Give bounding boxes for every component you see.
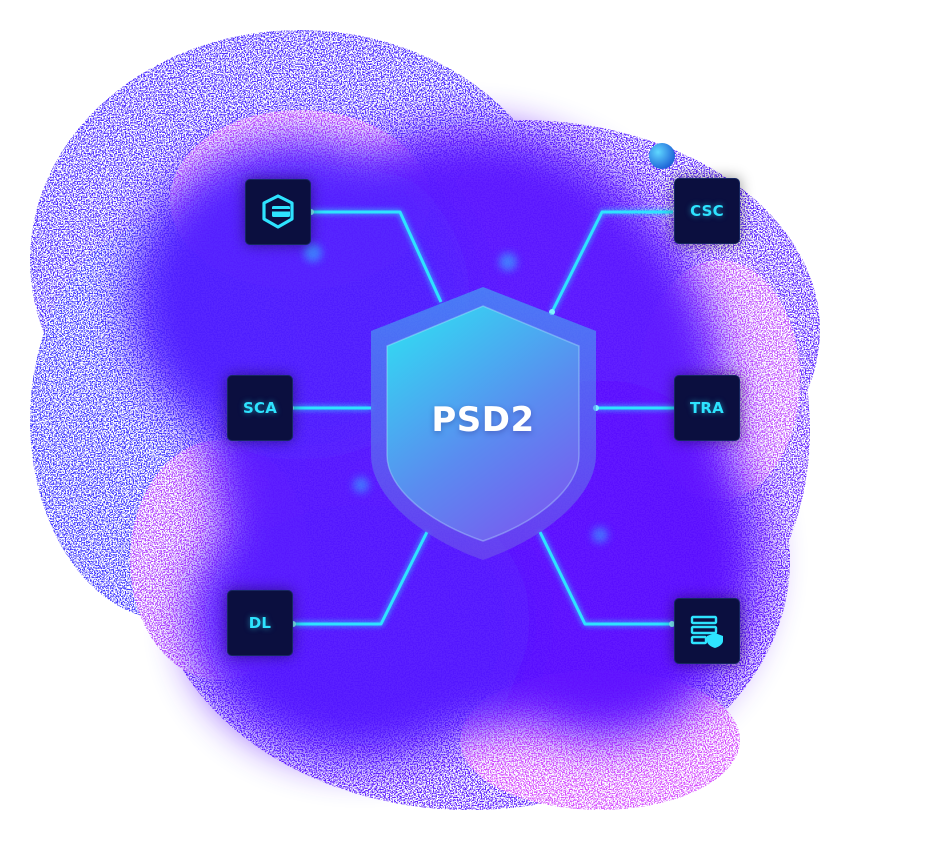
connector-bottom-right	[538, 531, 672, 626]
node-bottom-right	[674, 598, 740, 664]
hub-title: PSD2	[431, 400, 535, 440]
glow-background	[30, 30, 820, 810]
node-label-dl: DL	[248, 614, 272, 632]
connectors	[291, 210, 675, 626]
connector-top-left	[311, 210, 443, 303]
server-shield-icon	[690, 615, 723, 648]
node-label-tra: TRA	[690, 399, 724, 417]
credit-card-shield-icon	[262, 194, 294, 229]
node-label-csc: CSC	[690, 202, 724, 220]
connector-top-right	[550, 210, 673, 313]
node-middle-left: SCA	[227, 375, 293, 441]
node-top-left	[245, 179, 311, 245]
floating-orbs	[304, 143, 675, 543]
node-middle-right: TRA	[674, 375, 740, 441]
node-bottom-left: DL	[227, 590, 293, 656]
connector-bottom-left	[293, 531, 429, 626]
shield-icon	[371, 287, 596, 560]
node-top-right: CSC	[674, 178, 740, 244]
node-label-sca: SCA	[242, 399, 278, 417]
